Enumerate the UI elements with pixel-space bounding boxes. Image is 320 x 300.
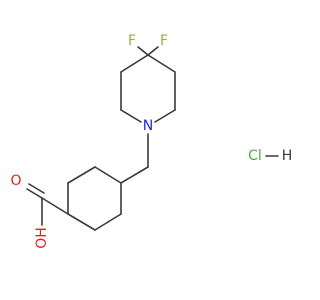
bond-ring-d [67, 213, 96, 231]
bond-carboxyl-double-a [26, 188, 43, 199]
bond-c5-c4 [120, 54, 149, 73]
atom-hydrogen: H [282, 148, 293, 164]
piperidine-ring [120, 54, 176, 123]
cyclohexane-ring [67, 166, 122, 231]
bond-c4-c3 [147, 54, 176, 73]
bond-ch2-c1 [120, 166, 149, 184]
atom-fluorine-2: F [160, 33, 168, 49]
bond-n-c6 [120, 109, 142, 123]
atom-fluorine-1: F [128, 33, 136, 49]
molecule-structure-diagram: F F N O OH Cl H [10, 33, 293, 249]
atom-chlorine: Cl [248, 148, 262, 164]
atom-oxygen-double: O [10, 173, 21, 189]
atom-oxygen-hydroxyl: OH [34, 227, 50, 249]
bond-c4-f2 [147, 46, 159, 56]
bond-ring-e [94, 213, 122, 231]
bond-c4-f1 [137, 46, 149, 56]
bond-carboxyl-double-b [28, 183, 45, 194]
bond-c2-n [154, 109, 176, 123]
bond-ring-a [94, 166, 122, 184]
bond-ring-carboxyl [41, 197, 69, 215]
atom-nitrogen: N [143, 118, 153, 134]
bond-ring-b [67, 166, 96, 184]
